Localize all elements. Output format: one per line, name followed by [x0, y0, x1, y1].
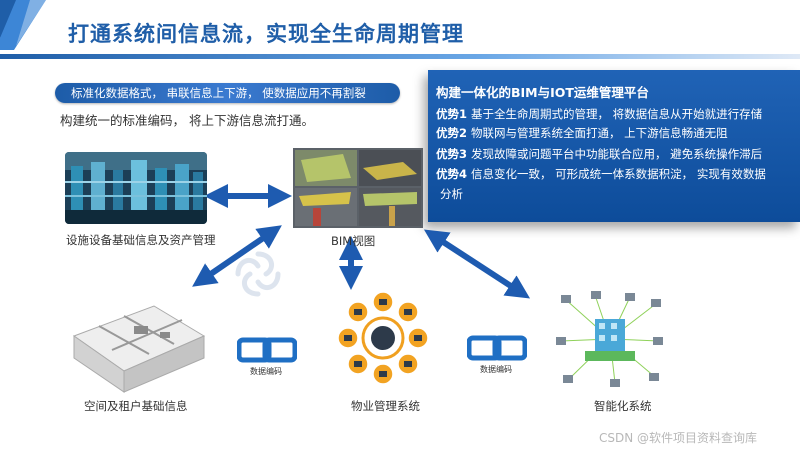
arrow-bim-space	[192, 225, 282, 287]
property-caption: 物业管理系统	[351, 399, 420, 413]
smart-system-image	[555, 289, 665, 389]
space-floorplan-image	[64, 296, 210, 396]
advantage-label: 优势3	[436, 147, 468, 161]
advantage-text: 物联网与管理系统全面打通， 上下游信息畅通无阻	[471, 126, 728, 140]
advantage-item: 分析	[436, 186, 463, 202]
chain-link-icon	[237, 337, 297, 363]
arrow-bim-smart	[423, 229, 531, 299]
smart-caption: 智能化系统	[594, 399, 652, 413]
facility-caption: 设施设备基础信息及资产管理	[66, 233, 216, 247]
advantage-text: 信息变化一致， 可形成统一体系数据积淀， 实现有效数据	[471, 167, 766, 181]
bim-view-image	[293, 148, 423, 228]
advantage-label: 优势2	[436, 126, 468, 140]
advantage-text: 分析	[440, 187, 463, 201]
swirl-logo-icon	[235, 251, 281, 297]
property-system-image	[338, 291, 428, 385]
link-label: 数据编码	[480, 365, 512, 374]
title-underline	[0, 54, 800, 59]
space-caption: 空间及租户基础信息	[84, 399, 188, 413]
advantages-panel	[428, 70, 800, 222]
header-decoration	[0, 0, 46, 50]
chain-link-icon	[467, 335, 527, 361]
page-title: 打通系统间信息流，实现全生命周期管理	[68, 22, 464, 46]
bim-caption: BIM视图	[331, 234, 376, 248]
link-label: 数据编码	[250, 367, 282, 376]
facility-equipment-image	[65, 152, 207, 224]
subtitle-text: 构建统一的标准编码， 将上下游信息流打通。	[60, 113, 314, 128]
summary-pill: 标准化数据格式， 串联信息上下游， 使数据应用不再割裂	[55, 83, 400, 103]
watermark: CSDN @软件项目资料查询库	[599, 431, 758, 445]
panel-title: 构建一体化的BIM与IOT运维管理平台	[436, 85, 649, 100]
advantage-text: 基于全生命周期式的管理， 将数据信息从开始就进行存储	[471, 107, 763, 121]
advantage-label: 优势1	[436, 107, 468, 121]
advantage-text: 发现故障或问题平台中功能联合应用， 避免系统操作滞后	[471, 147, 763, 161]
advantage-label: 优势4	[436, 167, 468, 181]
